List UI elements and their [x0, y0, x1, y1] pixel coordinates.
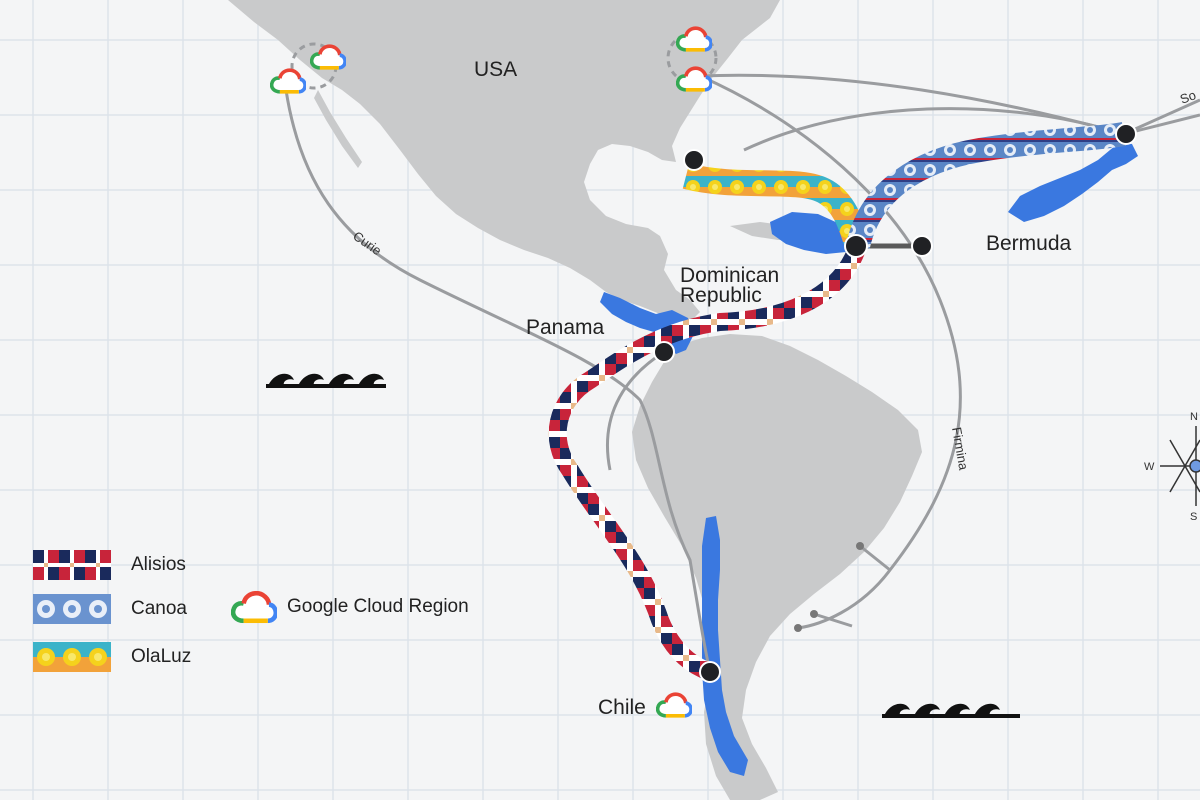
firmina-cable [699, 74, 962, 630]
curie-cable [284, 89, 712, 673]
google-cloud-icon [231, 590, 277, 624]
olaluz-pattern [33, 642, 111, 672]
sol-cable [1123, 98, 1200, 136]
compass-n-label: N [1190, 411, 1198, 423]
olaluz-cable [682, 163, 871, 251]
landing-point-atlantic [911, 235, 933, 257]
chile-highlight [702, 516, 748, 776]
legend-item-alisios: Alisios [33, 550, 186, 580]
place-label-dominican-republic-line1: Dominican [680, 264, 779, 287]
north-cable-2 [743, 107, 1125, 152]
legend-label: Canoa [131, 598, 187, 619]
legend-label: Google Cloud Region [287, 596, 469, 617]
canoa-cable [846, 122, 1127, 249]
place-label-bermuda: Bermuda [986, 232, 1072, 255]
legend-item-google-cloud-region: Google Cloud Region [231, 590, 469, 624]
north-america-landmass [228, 0, 780, 322]
place-label-panama: Panama [526, 316, 605, 339]
minor-landing-points [794, 542, 864, 632]
bermuda-highlight [1008, 142, 1138, 222]
south-branch-2 [813, 612, 853, 628]
other-cables [284, 73, 1200, 673]
place-label-dominican-republic-line2: Republic [680, 284, 762, 307]
place-label-usa: USA [474, 58, 517, 81]
sol-cable-b [1123, 113, 1200, 136]
compass-s-label: S [1190, 511, 1197, 523]
south-branch-1 [859, 544, 891, 572]
wave-icon [266, 373, 386, 388]
south-america-landmass [632, 334, 922, 800]
legend-item-canoa: Canoa [33, 594, 187, 624]
canoa-pattern [33, 594, 111, 624]
landing-point-bermuda [1115, 123, 1137, 145]
baja-california [314, 90, 362, 168]
cable-label-sol: So [1178, 87, 1198, 107]
legend-label: OlaLuz [131, 646, 192, 667]
landing-point-panama [653, 341, 675, 363]
place-label-chile: Chile [598, 696, 646, 719]
wave-icon [882, 703, 1020, 718]
dominican-republic-highlight [770, 212, 852, 254]
landing-points [653, 123, 1137, 683]
panama-branch [605, 350, 665, 471]
legend-label: Alisios [131, 554, 186, 575]
alisios-cable [548, 242, 867, 681]
compass-rose [1160, 426, 1200, 506]
alisios-pattern [33, 550, 111, 580]
landing-point-usa-florida [683, 149, 705, 171]
landing-point-dominican-republic [844, 234, 868, 258]
legend-item-olaluz: OlaLuz [33, 642, 191, 672]
landing-point-chile [699, 661, 721, 683]
compass-w-label: W [1144, 461, 1155, 473]
